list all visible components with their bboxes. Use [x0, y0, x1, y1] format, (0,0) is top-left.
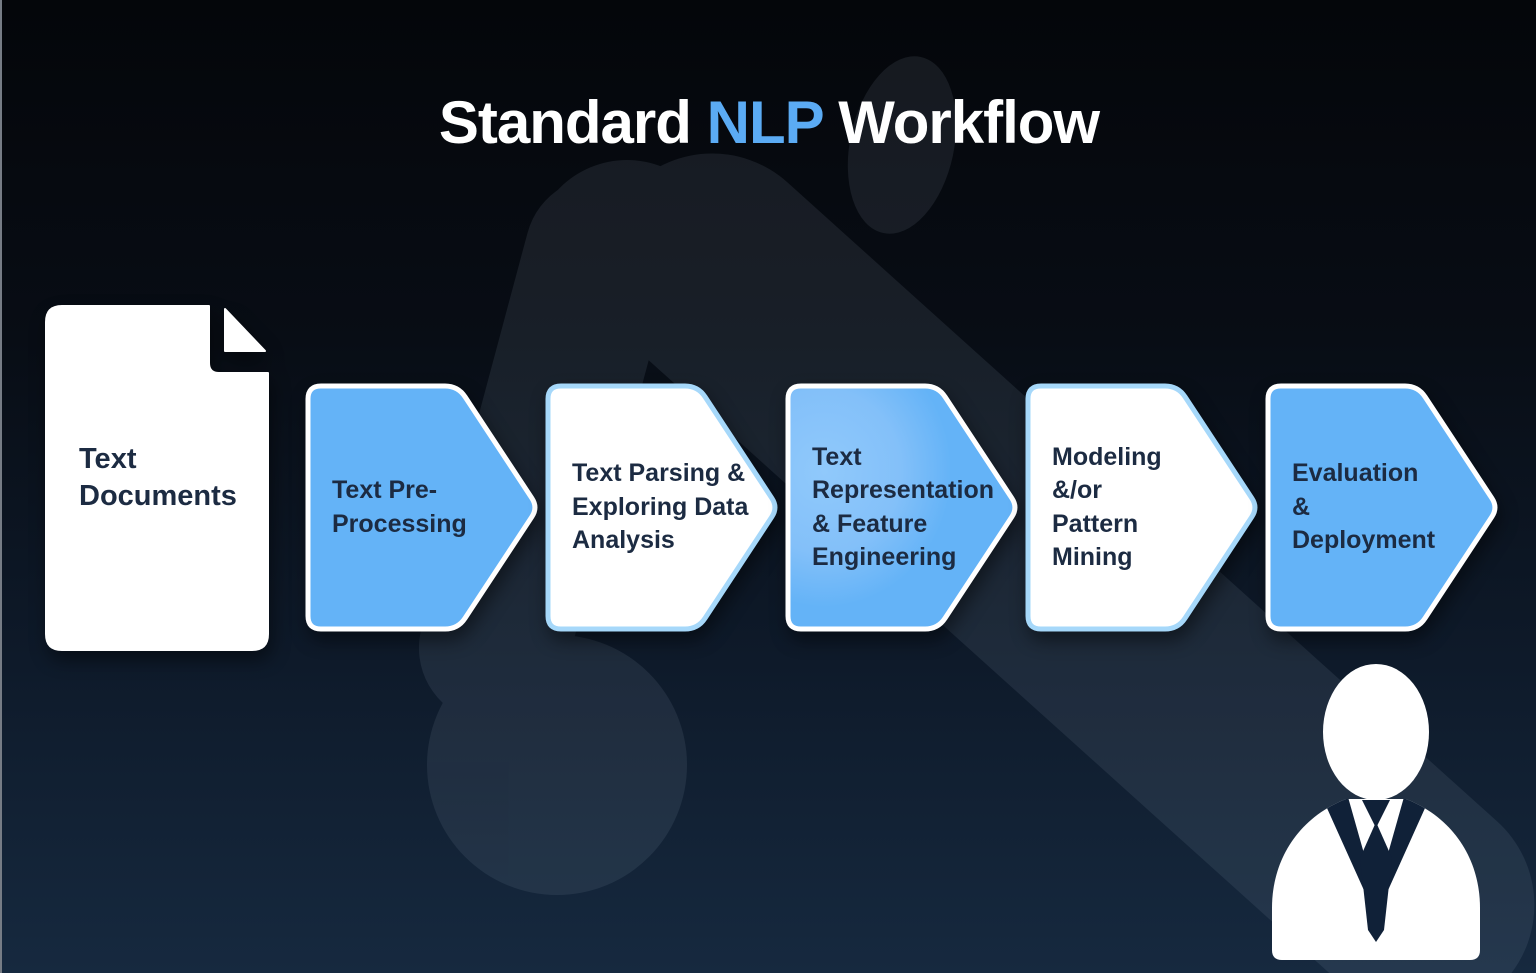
chevron-arrow-icon — [1025, 383, 1258, 632]
chevron-arrow-icon — [545, 383, 778, 632]
business-analyst-icon — [1264, 652, 1488, 969]
step-label: Evaluation&Deployment — [1292, 459, 1436, 555]
chevron-arrow-icon — [785, 383, 1018, 632]
title-highlight: NLP — [706, 89, 824, 156]
step-label: Text Pre-Processing — [332, 476, 467, 538]
step-evaluation-deployment: Evaluation&Deployment — [1264, 382, 1502, 633]
step-text-pre-processing: Text Pre-Processing — [304, 382, 542, 633]
person-silhouette-icon — [1272, 664, 1480, 960]
page-title: Standard NLP Workflow — [2, 88, 1536, 157]
document-icon — [45, 305, 269, 651]
title-suffix: Workflow — [822, 89, 1100, 156]
title-prefix: Standard — [438, 89, 707, 156]
chevron-arrow-icon — [1265, 383, 1498, 632]
chevron-arrow-icon — [305, 383, 538, 632]
decor-apex-circle — [532, 160, 722, 350]
decor-bottom-blob — [427, 635, 687, 895]
